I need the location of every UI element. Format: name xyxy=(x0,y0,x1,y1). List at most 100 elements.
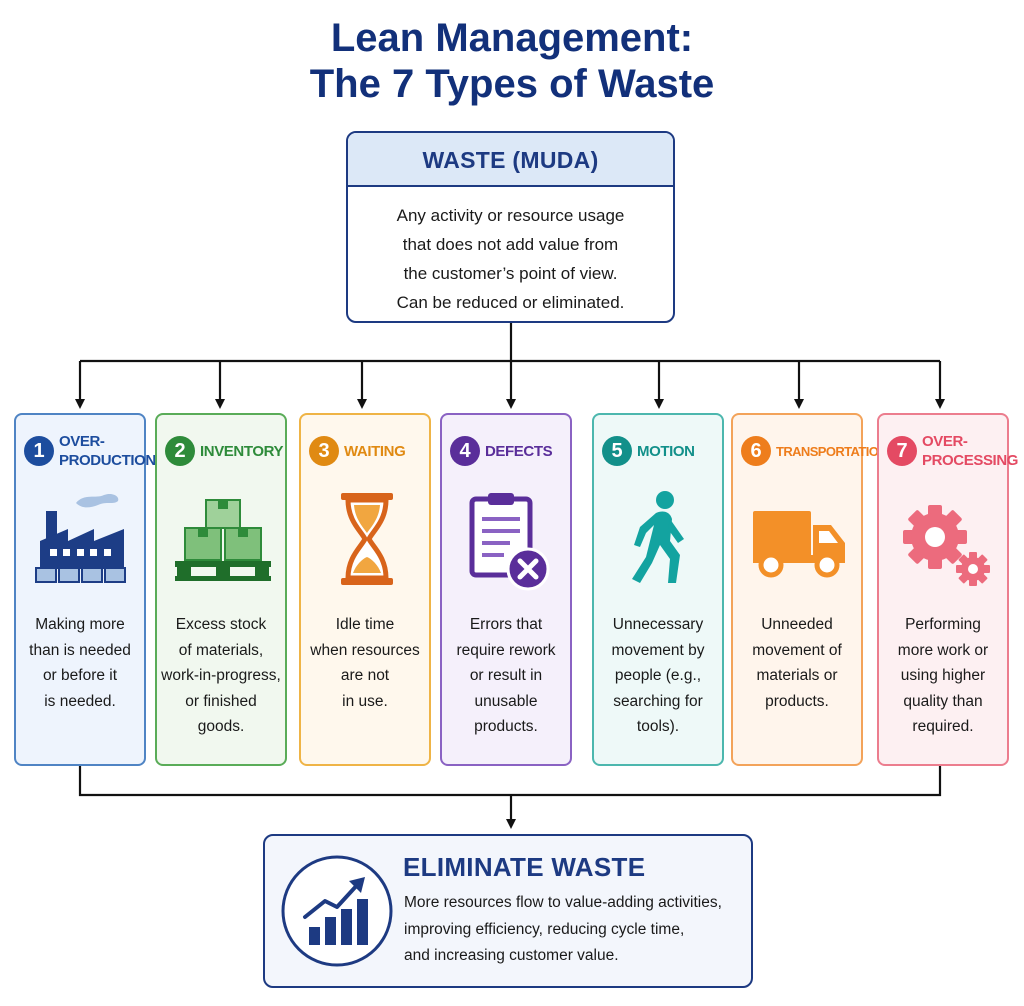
card-number-badge: 3 xyxy=(309,436,339,466)
card-header: 7 OVER- PROCESSING xyxy=(879,431,1018,471)
card-title: DEFECTS xyxy=(485,442,553,461)
card-title: OVER- PROCESSING xyxy=(922,432,1018,470)
card-title-line: PRODUCTION xyxy=(59,452,156,469)
card-title: MOTION xyxy=(637,442,695,461)
desc-line: or result in xyxy=(469,667,543,684)
desc-line: work-in-progress, xyxy=(161,667,281,684)
desc-line: required. xyxy=(912,718,974,735)
eliminate-line: More resources flow to value-adding acti… xyxy=(404,894,722,911)
factory-icon xyxy=(32,489,132,599)
card-title-line: PROCESSING xyxy=(922,452,1019,469)
waste-card-defects: 4 DEFECTS Errors that require rework or … xyxy=(440,413,572,766)
desc-line: Excess stock xyxy=(175,616,267,633)
card-title: OVER- PRODUCTION xyxy=(59,432,156,470)
eliminate-waste-box: ELIMINATE WASTE More resources flow to v… xyxy=(263,834,753,988)
defect-clipboard-icon xyxy=(458,489,558,599)
desc-line: than is needed xyxy=(29,641,131,659)
card-title-line: DEFECTS xyxy=(485,442,553,460)
eliminate-description: More resources flow to value-adding acti… xyxy=(404,890,754,970)
desc-line: Performing xyxy=(905,616,981,633)
muda-line: that does not add value from xyxy=(402,235,619,254)
desc-line: Unneeded xyxy=(761,616,833,633)
connector-merge xyxy=(78,766,942,797)
desc-line: using higher xyxy=(900,667,986,684)
card-description: Unneeded movement of materials or produc… xyxy=(735,612,859,714)
desc-line: movement of xyxy=(752,641,842,659)
desc-line: quality than xyxy=(903,692,983,710)
muda-definition-box: WASTE (MUDA) Any activity or resource us… xyxy=(346,131,675,323)
card-title-line: INVENTORY xyxy=(200,442,284,460)
desc-line: movement by xyxy=(611,641,705,659)
card-header: 3 WAITING xyxy=(301,431,429,471)
desc-line: more work or xyxy=(897,641,989,659)
desc-line: when resources xyxy=(310,641,420,659)
card-description: Unnecessary movement by people (e.g., se… xyxy=(596,612,720,740)
card-description: Idle time when resources are not in use. xyxy=(303,612,427,714)
desc-line: are not xyxy=(340,667,390,684)
waste-card-overprocessing: 7 OVER- PROCESSING xyxy=(877,413,1018,766)
card-title-line: WAITING xyxy=(344,442,406,460)
desc-line: Unnecessary xyxy=(612,616,704,633)
desc-line: Idle time xyxy=(335,616,395,633)
card-description: Performing more work or using higher qua… xyxy=(881,612,1005,740)
desc-line: searching for xyxy=(613,692,703,710)
desc-line: or before it xyxy=(42,667,118,684)
walking-person-icon xyxy=(610,489,710,599)
card-number-badge: 2 xyxy=(165,436,195,466)
desc-line: materials or xyxy=(756,667,838,684)
waste-card-waiting: 3 WAITING Idle time when resources are n… xyxy=(299,413,431,766)
eliminate-line: and increasing customer value. xyxy=(404,947,619,964)
desc-line: Errors that xyxy=(469,616,543,633)
page-title-line-1: Lean Management: xyxy=(330,16,694,60)
card-header: 6 TRANSPORTATION xyxy=(733,431,888,471)
desc-line: of materials, xyxy=(178,641,264,659)
card-header: 5 MOTION xyxy=(594,431,722,471)
waste-card-overproduction: 1 OVER- PRODUCTION Making more than is n… xyxy=(14,413,156,766)
muda-line: the customer’s point of view. xyxy=(403,264,618,283)
card-description: Excess stock of materials, work-in-progr… xyxy=(159,612,283,740)
card-description: Errors that require rework or result in … xyxy=(444,612,568,740)
desc-line: require rework xyxy=(456,641,556,659)
desc-line: people (e.g., xyxy=(614,667,702,684)
card-number-badge: 7 xyxy=(887,436,917,466)
desc-line: goods. xyxy=(197,718,245,735)
waste-card-transportation: 6 TRANSPORTATION Unneeded movement of ma… xyxy=(731,413,888,766)
desc-line: products. xyxy=(765,692,829,710)
desc-line: products. xyxy=(474,718,538,735)
desc-line: tools). xyxy=(636,718,680,735)
muda-line: Any activity or resource usage xyxy=(396,206,625,225)
waste-card-inventory: 2 INVENTORY Excess stock of materials, w… xyxy=(155,413,287,766)
eliminate-line: improving efficiency, reducing cycle tim… xyxy=(404,920,685,938)
eliminate-heading: ELIMINATE WASTE xyxy=(403,852,646,882)
card-number-badge: 5 xyxy=(602,436,632,466)
gears-icon xyxy=(895,489,995,599)
waste-card-motion: 5 MOTION Unnecessary movement by people … xyxy=(592,413,724,766)
desc-line: Making more xyxy=(35,616,125,633)
card-description: Making more than is needed or before it … xyxy=(18,612,142,714)
muda-heading: WASTE (MUDA) xyxy=(348,133,673,187)
muda-description: Any activity or resource usage that does… xyxy=(348,187,673,317)
card-title-line: TRANSPORTATION xyxy=(776,443,888,459)
desc-line: unusable xyxy=(474,692,538,710)
truck-icon xyxy=(749,489,849,599)
card-title: INVENTORY xyxy=(200,442,283,461)
hourglass-icon xyxy=(317,489,417,599)
page-title-line-2: The 7 Types of Waste xyxy=(309,62,715,106)
desc-line: in use. xyxy=(342,692,388,710)
card-title-line: OVER- xyxy=(59,433,105,450)
card-title: TRANSPORTATION xyxy=(776,442,888,461)
boxes-icon xyxy=(173,489,273,599)
card-title: WAITING xyxy=(344,442,406,461)
card-number-badge: 6 xyxy=(741,436,771,466)
card-header: 2 INVENTORY xyxy=(157,431,285,471)
card-title-line: OVER- xyxy=(922,433,968,450)
card-number-badge: 4 xyxy=(450,436,480,466)
card-header: 1 OVER- PRODUCTION xyxy=(16,431,156,471)
muda-line: Can be reduced or eliminated. xyxy=(396,293,625,312)
growth-chart-icon xyxy=(279,853,395,969)
card-header: 4 DEFECTS xyxy=(442,431,570,471)
card-number-badge: 1 xyxy=(24,436,54,466)
desc-line: is needed. xyxy=(44,692,116,710)
card-title-line: MOTION xyxy=(637,442,695,460)
